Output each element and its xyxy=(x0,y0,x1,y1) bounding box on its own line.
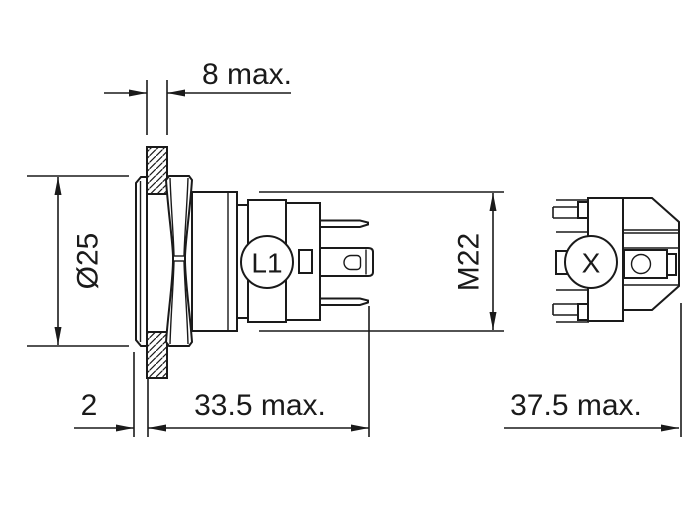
rear-view-body xyxy=(622,197,680,311)
aux-circle-label: X xyxy=(582,248,601,279)
dim-label-overall-depth: 37.5 max. xyxy=(510,389,642,422)
terminal-top xyxy=(319,219,369,228)
front-bezel xyxy=(135,176,148,347)
dim-label-bezel-diameter: Ø25 xyxy=(72,233,105,290)
aux-designation: X xyxy=(564,235,618,289)
terminal-bottom xyxy=(319,297,369,306)
lamp-circle-label: L1 xyxy=(251,248,282,279)
dim-overall-depth: 37.5 max. xyxy=(504,389,679,432)
dim-front-lip: 2 xyxy=(74,389,134,432)
side-view: L1 xyxy=(135,146,374,379)
bottom-extension-lines xyxy=(133,303,682,437)
mounting-panel-section xyxy=(146,146,168,379)
terminal-clamp xyxy=(666,253,677,276)
rear-view-terminals-top xyxy=(552,199,592,233)
screw-terminal-block xyxy=(623,249,668,279)
lamp-window xyxy=(298,249,313,274)
dim-label-panel-thickness: 8 max. xyxy=(202,58,292,91)
rear-view: X xyxy=(552,197,680,323)
lamp-designation: L1 xyxy=(240,235,313,289)
terminal-keyhole xyxy=(343,254,362,271)
lamp-circle xyxy=(240,235,294,289)
dim-bezel-diameter: Ø25 xyxy=(27,175,129,347)
dim-depth-behind-panel: 33.5 max. xyxy=(148,389,369,432)
aux-circle xyxy=(564,235,618,289)
screw-head xyxy=(630,253,652,275)
dim-thread: M22 xyxy=(259,191,504,332)
dim-panel-thickness: 8 max. xyxy=(104,58,292,135)
terminal-center xyxy=(319,247,374,277)
rear-view-terminals-bottom xyxy=(552,289,592,323)
dim-label-depth-behind-panel: 33.5 max. xyxy=(194,389,326,422)
flat-terminals xyxy=(319,219,374,306)
threaded-body xyxy=(191,191,238,332)
mounting-nut xyxy=(164,175,194,347)
dim-label-thread: M22 xyxy=(453,233,486,291)
dim-label-front-lip: 2 xyxy=(81,389,98,422)
